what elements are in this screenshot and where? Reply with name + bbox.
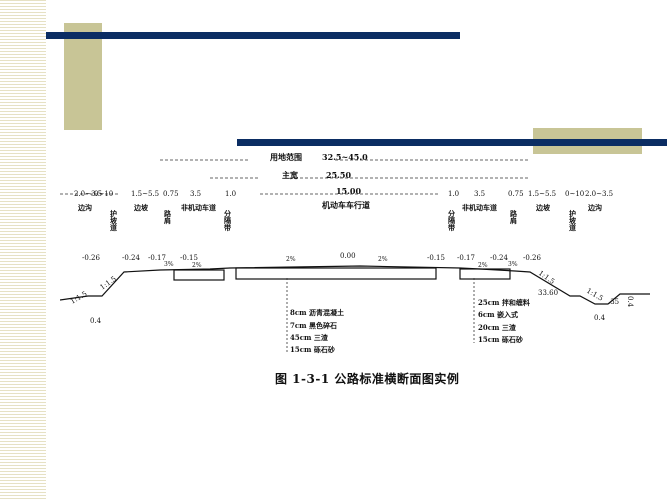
elev-7: -0.17	[457, 254, 475, 262]
carriageway-label: 机动车车行道	[322, 200, 370, 210]
elev-9: -0.26	[523, 254, 541, 262]
right-slope-value: 1.5~5.5	[528, 190, 556, 198]
right-end-value: .35	[608, 298, 619, 306]
right-median-label: 分隔带	[448, 209, 457, 232]
right-berm-value: 0~10	[565, 190, 584, 198]
pavement-main-3: 45cm 三渣	[290, 333, 329, 342]
ditch-bottom-right: 0.4	[626, 296, 634, 308]
elev-8: -0.24	[490, 254, 508, 262]
olive-block-left	[64, 23, 102, 130]
pavement-bike-2: 6cm 嵌入式	[478, 310, 518, 319]
right-berm-label: 护坡道	[568, 209, 578, 232]
slope-bike-left: 2%	[192, 262, 202, 269]
roadbed-width-value: 25.50	[326, 170, 351, 180]
right-ditch-value: 2.0~3.5	[585, 190, 613, 198]
roadbed-width-label: 主宽	[282, 170, 298, 180]
land-range-label: 用地范围	[269, 152, 302, 162]
slope-bike-right: 2%	[478, 262, 488, 269]
elev-5: 0.00	[340, 252, 356, 260]
land-range-value: 32.5~45.0	[322, 152, 368, 162]
pavement-main-4: 15cm 砾石砂	[290, 345, 335, 354]
left-shoulder-label: 路肩	[163, 209, 173, 225]
ditch-depth-left: 0.4	[90, 317, 102, 325]
pavement-main-2: 7cm 黑色碎石	[290, 321, 337, 330]
elev-6: -0.15	[427, 254, 445, 262]
right-ditch-label: 边沟	[587, 203, 602, 212]
left-bike-label: 非机动车道	[181, 203, 216, 212]
pavement-bike-4: 15cm 砾石砂	[478, 335, 523, 344]
left-slope-value: 1.5~5.5	[131, 190, 159, 198]
road-cross-section-diagram: 用地范围 32.5~45.0 主宽 25.50 15.00 机动车车行道 2.0…	[59, 148, 660, 388]
right-slope-label: 边坡	[535, 203, 551, 212]
left-ditch-label: 边沟	[77, 203, 92, 212]
right-bike-label: 非机动车道	[462, 203, 497, 212]
slope-shoulder-left: 3%	[164, 261, 174, 268]
slope-ditch-left: 1:1.5	[69, 290, 89, 306]
elev-1: -0.26	[82, 254, 100, 262]
carriageway-value: 15.00	[336, 186, 361, 196]
leader-lines	[286, 278, 475, 353]
ditch-depth-right: 0.4	[594, 314, 606, 322]
road-profile	[59, 265, 650, 305]
dimension-lines	[60, 159, 530, 195]
pavement-bike-3: 20cm 三渣	[478, 323, 517, 332]
figure-caption: 图 1-3-1 公路标准横断面图实例	[275, 372, 460, 386]
left-median-value: 1.0	[225, 190, 236, 198]
left-bike-value: 3.5	[190, 190, 201, 198]
cross-section-drawing: 用地范围 32.5~45.0 主宽 25.50 15.00 机动车车行道 2.0…	[59, 152, 650, 354]
right-shoulder-value: 0.75	[508, 190, 524, 198]
slope-crown-left: 2%	[286, 256, 296, 263]
right-median-value: 1.0	[448, 190, 459, 198]
left-berm-label: 护坡道	[109, 209, 119, 232]
pavement-main-1: 8cm 沥青混凝土	[290, 308, 344, 317]
elev-3: -0.17	[148, 254, 166, 262]
navy-bar-middle	[237, 139, 667, 146]
slope-embankment-right: 1:1.5	[537, 269, 556, 286]
navy-bar-top	[46, 32, 460, 39]
left-slope-label: 边坡	[133, 203, 149, 212]
left-berm-value: 0~10	[94, 190, 113, 198]
pavement-bike-1: 25cm 拌和缠料	[478, 298, 530, 307]
left-ditch-value: 2.0~3.5	[74, 190, 102, 198]
left-shoulder-value: 0.75	[163, 190, 179, 198]
slope-shoulder-right: 3%	[508, 261, 518, 268]
right-shoulder-label: 路肩	[509, 209, 519, 225]
elev-2: -0.24	[122, 254, 140, 262]
left-median-label: 分隔带	[224, 209, 233, 232]
decorative-stripes	[0, 0, 46, 500]
fill-height: 33.60	[538, 289, 558, 297]
elev-4: -0.15	[180, 254, 198, 262]
right-bike-value: 3.5	[474, 190, 485, 198]
slope-crown-right: 2%	[378, 256, 388, 263]
